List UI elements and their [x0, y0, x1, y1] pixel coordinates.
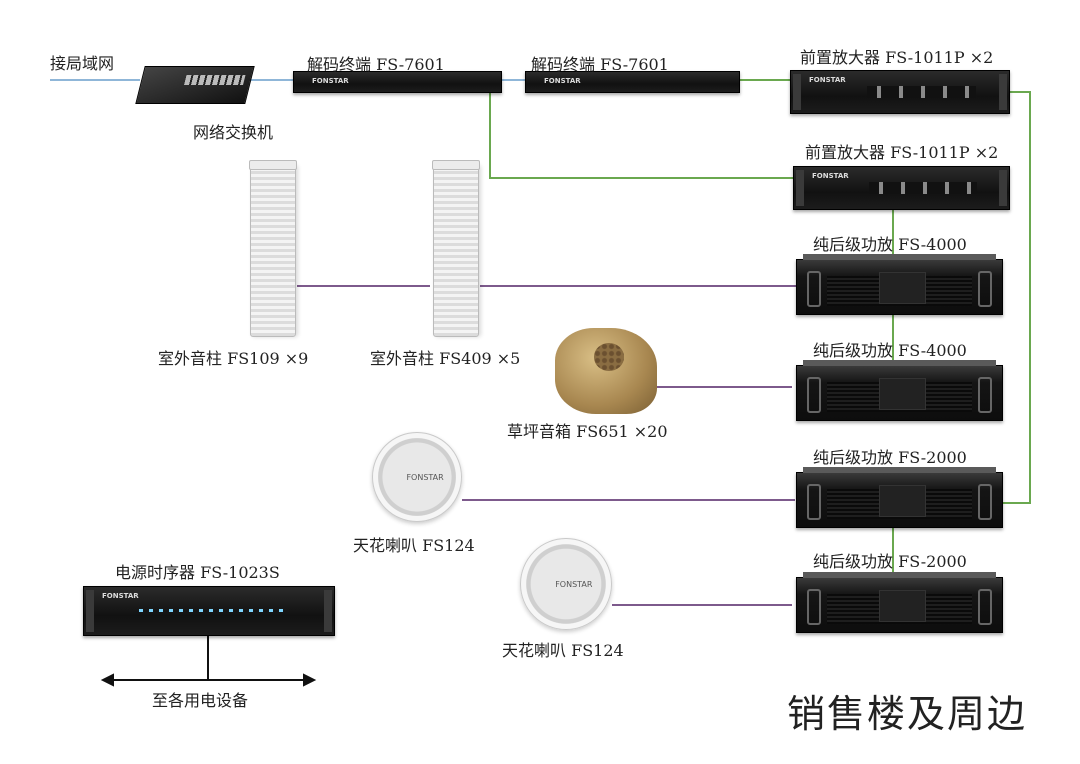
decoder-terminal-2: FONSTAR: [525, 71, 740, 93]
brand-logo: FONSTAR: [555, 580, 593, 590]
power-amp-4000-1: [796, 254, 1003, 315]
power-amp-4000-2: [796, 360, 1003, 421]
brand-logo: FONSTAR: [102, 592, 139, 600]
brand-logo: FONSTAR: [312, 77, 349, 85]
decoder-terminal-1: FONSTAR: [293, 71, 502, 93]
lawn-speaker-label: 草坪音箱 FS651 ×20: [507, 422, 668, 441]
preamp-2: FONSTAR: [793, 166, 1010, 210]
preamp-1: FONSTAR: [790, 70, 1010, 114]
amp-4000-2-label: 纯后级功放 FS-4000: [813, 341, 967, 360]
power-amp-2000-1: [796, 467, 1003, 528]
decoder-1-label: 解码终端 FS-7601: [307, 55, 445, 74]
power-lines: [100, 635, 317, 687]
preamp-knobs: [869, 181, 977, 195]
outdoor-column-speaker-fs109: [249, 160, 297, 337]
decoder-2-label: 解码终端 FS-7601: [531, 55, 669, 74]
brand-logo: FONSTAR: [406, 473, 444, 483]
ceiling-speaker-1-label: 天花喇叭 FS124: [353, 536, 475, 555]
ceiling-speaker-2: FONSTAR: [520, 538, 612, 630]
speaker-lines: [297, 285, 796, 606]
switch-label: 网络交换机: [193, 123, 274, 142]
column-fs409-label: 室外音柱 FS409 ×5: [370, 349, 521, 368]
amp-2000-1-label: 纯后级功放 FS-2000: [813, 448, 967, 467]
speaker-grill: [593, 343, 625, 371]
sequencer-leds: [139, 608, 289, 612]
decoder-preamp2-line: [489, 92, 793, 179]
brand-logo: FONSTAR: [812, 172, 849, 180]
lawn-speaker-fs651: [555, 328, 657, 414]
power-sequencer: FONSTAR: [83, 586, 335, 636]
amp-4000-1-label: 纯后级功放 FS-4000: [813, 235, 967, 254]
ceiling-speaker-2-label: 天花喇叭 FS124: [502, 641, 624, 660]
column-fs109-label: 室外音柱 FS109 ×9: [158, 349, 309, 368]
brand-logo: FONSTAR: [544, 77, 581, 85]
network-switch: [135, 66, 255, 104]
arrow-left-icon: [100, 673, 114, 687]
devices-label: 至各用电设备: [152, 691, 249, 710]
sequencer-label: 电源时序器 FS-1023S: [115, 563, 280, 582]
preamp-1-label: 前置放大器 FS-1011P ×2: [800, 48, 994, 67]
diagram-title: 销售楼及周边: [787, 692, 1028, 736]
preamp-knobs: [867, 85, 977, 99]
preamp-2-label: 前置放大器 FS-1011P ×2: [805, 143, 999, 162]
outdoor-column-speaker-fs409: [432, 160, 480, 337]
lan-label: 接局域网: [50, 54, 115, 73]
brand-logo: FONSTAR: [809, 76, 846, 84]
switch-ports: [183, 75, 246, 85]
power-amp-2000-2: [796, 572, 1003, 633]
ceiling-speaker-1: FONSTAR: [372, 432, 462, 522]
control-lines: [489, 91, 1031, 577]
amp-2000-2-label: 纯后级功放 FS-2000: [813, 552, 967, 571]
preamp-bus-line: [1003, 91, 1031, 504]
arrow-right-icon: [303, 673, 317, 687]
